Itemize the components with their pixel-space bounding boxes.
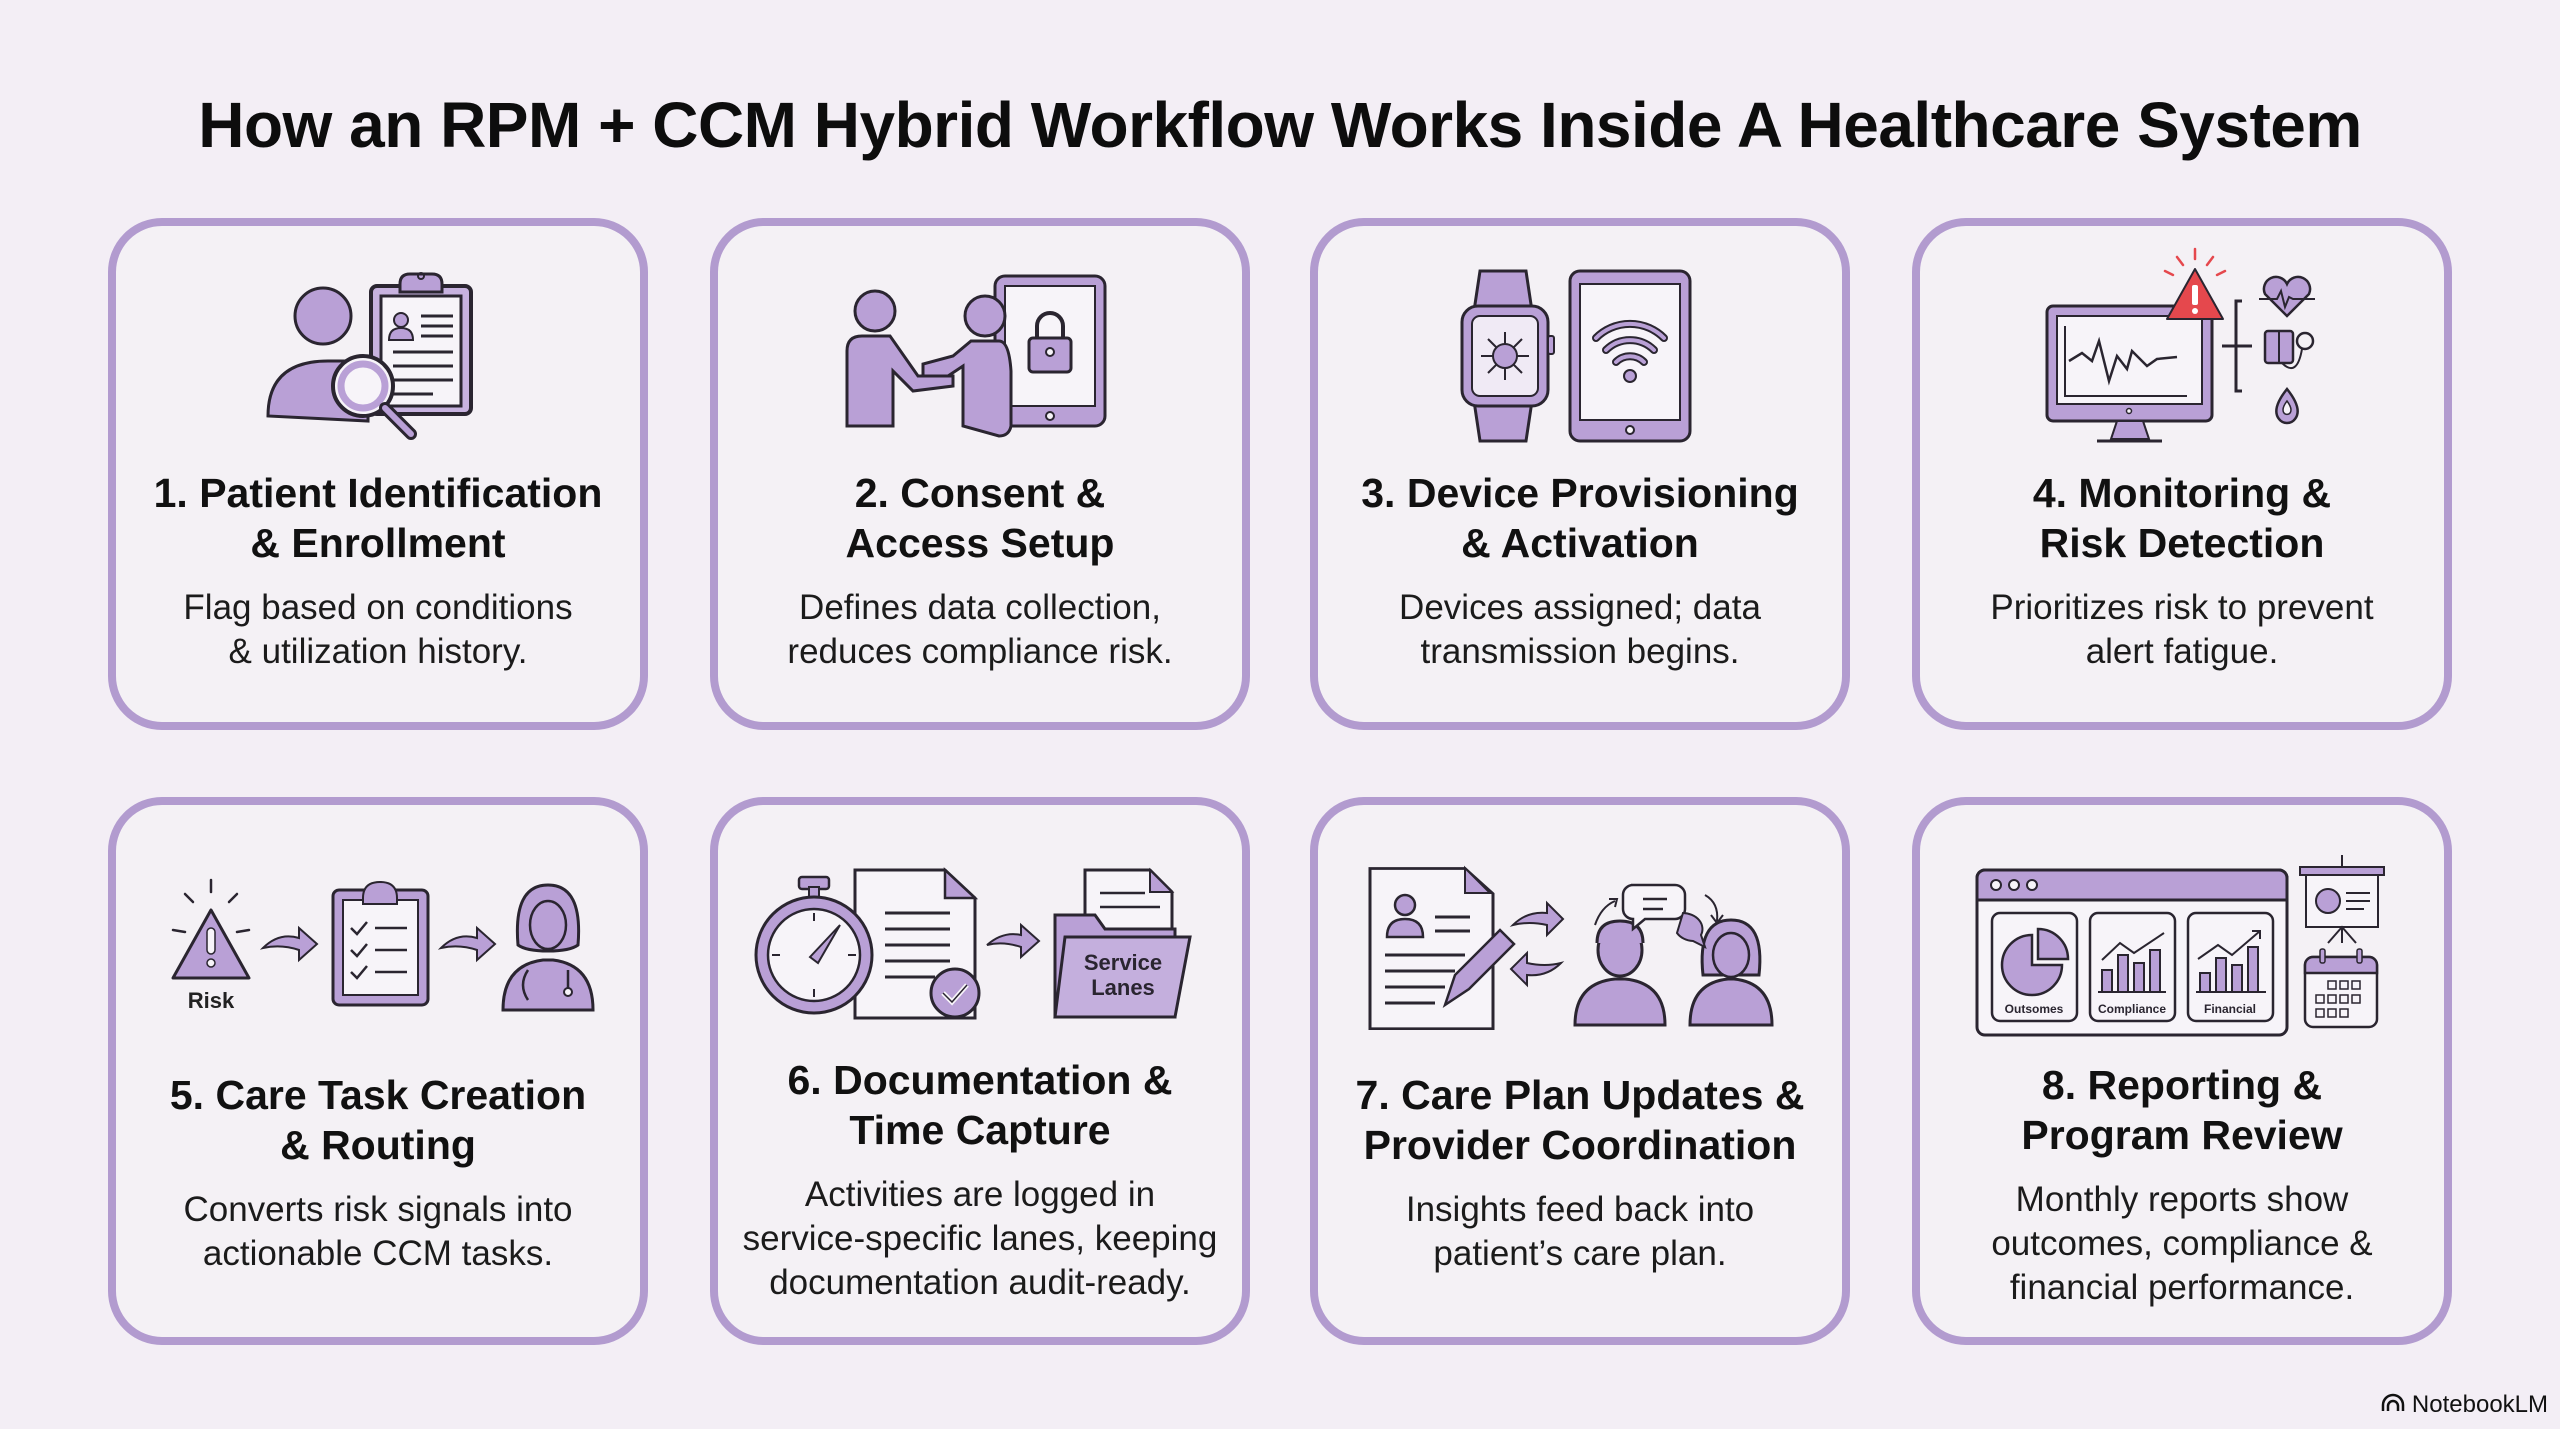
step-description: Converts risk signals into actionable CC… [183, 1190, 573, 1273]
dashboard-label-compliance: Compliance [2098, 1002, 2166, 1016]
step-title: 2. Consent & Access Setup [845, 470, 1115, 566]
step-description: Insights feed back into patient’s care p… [1405, 1190, 1755, 1273]
step-description: Devices assigned; data transmission begi… [1399, 588, 1761, 671]
smartwatch-tablet-wifi-icon [1318, 256, 1842, 456]
step-title: 7. Care Plan Updates & Provider Coordina… [1355, 1072, 1805, 1168]
step-card-2: 2. Consent & Access Setup Defines data c… [710, 218, 1250, 730]
handshake-lock-tablet-icon [718, 256, 1242, 456]
service-lanes-label-1: Service [1084, 950, 1162, 975]
dashboard-label-financial: Financial [2204, 1002, 2256, 1016]
watermark-label: NotebookLM [2411, 1391, 2548, 1418]
step-title: 5. Care Task Creation & Routing [169, 1072, 587, 1168]
dashboard-presentation-calendar-icon: Outsomes Compliance Financial [1920, 845, 2444, 1045]
step-title: 1. Patient Identification & Enrollment [153, 470, 603, 566]
stopwatch-document-folder-icon: Service Lanes [718, 845, 1242, 1045]
step-card-4: 4. Monitoring & Risk Detection Prioritiz… [1912, 218, 2452, 730]
risk-label: Risk [188, 988, 235, 1013]
step-title: 6. Documentation & Time Capture [787, 1057, 1173, 1153]
step-card-6: Service Lanes 6. Documentation & Time Ca… [710, 797, 1250, 1345]
step-description: Monthly reports show outcomes, complianc… [1991, 1180, 2373, 1307]
step-title: 8. Reporting & Program Review [2021, 1062, 2343, 1158]
patient-search-clipboard-icon [116, 256, 640, 456]
step-description: Prioritizes risk to prevent alert fatigu… [1990, 588, 2374, 671]
step-card-5: Risk 5. Care Task Creation & Routing Con… [108, 797, 648, 1345]
monitor-alert-vitals-icon [1920, 247, 2444, 456]
step-title: 4. Monitoring & Risk Detection [2032, 470, 2332, 566]
step-card-1: 1. Patient Identification & Enrollment F… [108, 218, 648, 730]
step-description: Defines data collection, reduces complia… [787, 588, 1173, 671]
page-title: How an RPM + CCM Hybrid Workflow Works I… [198, 89, 2362, 161]
step-title: 3. Device Provisioning & Activation [1361, 470, 1799, 566]
service-lanes-label-2: Lanes [1091, 975, 1155, 1000]
step-description: Flag based on conditions & utilization h… [183, 588, 573, 671]
step-card-8: Outsomes Compliance Financial [1912, 797, 2452, 1345]
notebooklm-watermark: NotebookLM [2380, 1391, 2548, 1419]
careplan-providers-chat-icon [1318, 845, 1842, 1045]
dashboard-label-outcomes: Outsomes [2005, 1002, 2064, 1016]
step-card-7: 7. Care Plan Updates & Provider Coordina… [1310, 797, 1850, 1345]
risk-checklist-nurse-icon: Risk [116, 845, 640, 1045]
step-description: Activities are logged in service-specifi… [742, 1175, 1218, 1302]
step-card-3: 3. Device Provisioning & Activation Devi… [1310, 218, 1850, 730]
notebooklm-logo-icon [2380, 1391, 2406, 1419]
